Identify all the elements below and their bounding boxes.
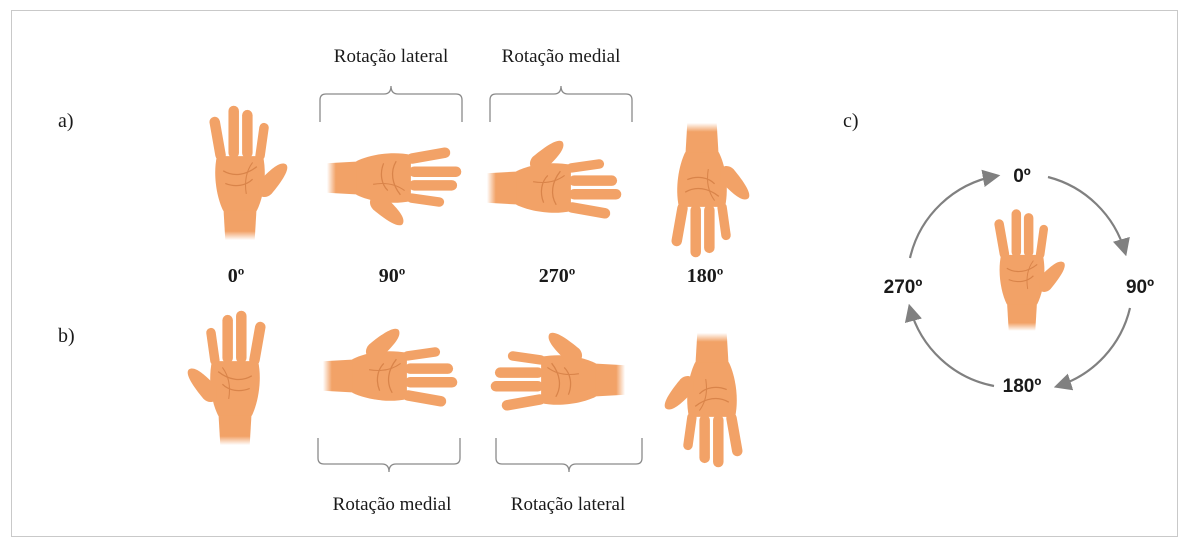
panel-label-a: a) bbox=[58, 110, 74, 132]
arc-270-to-0 bbox=[910, 176, 996, 258]
circle-label-270: 270º bbox=[884, 277, 923, 298]
hand-row-a-0deg bbox=[209, 106, 288, 240]
arc-0-to-90 bbox=[1048, 177, 1125, 252]
row-a-bracket-right bbox=[490, 86, 632, 122]
circle-label-180: 180º bbox=[1003, 376, 1042, 397]
hand-row-b-90deg bbox=[323, 329, 457, 408]
arc-90-to-180 bbox=[1058, 308, 1130, 386]
hand-circle-center bbox=[994, 209, 1065, 331]
hand-row-a-270deg bbox=[487, 141, 621, 220]
row-b-bracket-right bbox=[496, 438, 642, 472]
circle-label-0: 0º bbox=[1013, 166, 1031, 187]
row-a-bracket-right-label: Rotação medial bbox=[502, 46, 621, 67]
circle-label-90: 90º bbox=[1126, 277, 1154, 298]
arc-180-to-270 bbox=[910, 308, 994, 386]
row-a-bracket-left-label: Rotação lateral bbox=[334, 46, 448, 67]
row-b-bracket-left-label: Rotação medial bbox=[333, 494, 452, 515]
angle-label-270: 270º bbox=[539, 265, 576, 287]
hand-row-b-180deg bbox=[665, 333, 744, 467]
row-a-bracket-left bbox=[320, 86, 462, 122]
angle-label-0: 0º bbox=[228, 265, 245, 287]
row-b-bracket-left bbox=[318, 438, 460, 472]
hand-row-b-0deg bbox=[188, 311, 267, 445]
hand-row-a-180deg bbox=[671, 123, 750, 257]
panel-label-c: c) bbox=[843, 110, 859, 132]
hand-row-a-90deg bbox=[327, 147, 461, 226]
angle-label-180: 180º bbox=[687, 265, 724, 287]
hand-row-b-270deg bbox=[491, 333, 625, 412]
panel-label-b: b) bbox=[58, 325, 75, 347]
angle-label-90: 90º bbox=[379, 265, 406, 287]
row-b-bracket-right-label: Rotação lateral bbox=[511, 494, 625, 515]
